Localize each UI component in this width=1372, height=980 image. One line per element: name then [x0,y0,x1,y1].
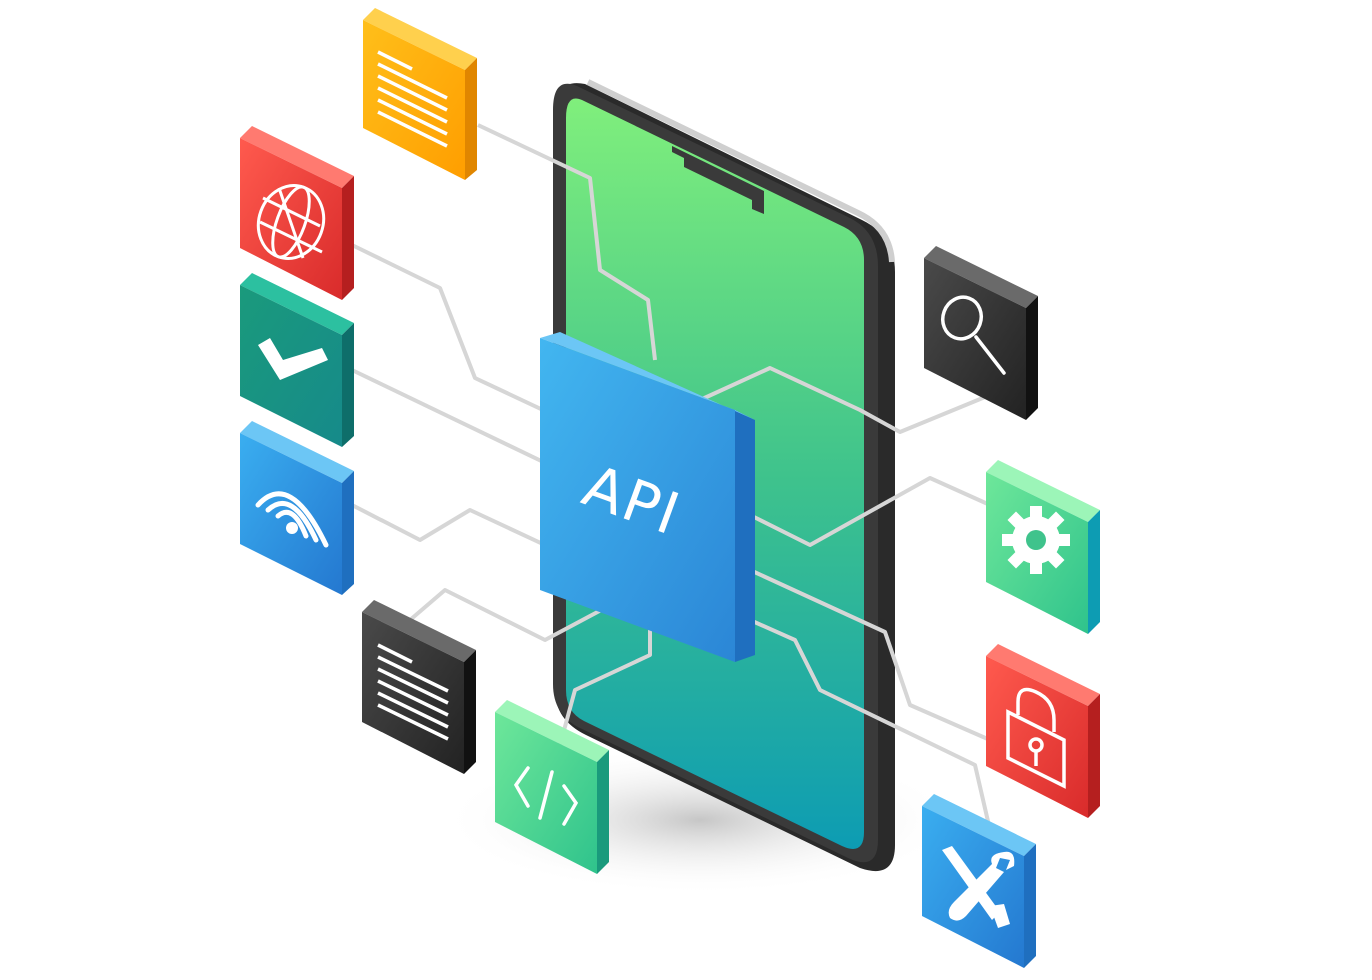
gear-icon [1002,506,1070,574]
wireless-tile[interactable] [240,421,354,595]
search-tile[interactable] [924,246,1038,420]
checkmark-icon [258,338,328,380]
code-tile[interactable] [495,700,609,874]
document-tile-yellow[interactable] [363,8,477,180]
wrench-screwdriver-icon [942,846,1015,928]
settings-tile[interactable] [986,460,1100,634]
globe-tile[interactable] [240,126,354,300]
phone-notch [672,146,764,214]
connector-lines [351,123,992,831]
checkmark-tile[interactable] [240,273,354,447]
document-lines-icon [377,643,449,741]
api-chip: API [540,332,755,662]
lock-tile[interactable] [986,644,1100,818]
document-tile-dark[interactable] [362,600,476,774]
document-lines-icon [377,50,448,148]
wireless-signal-icon [255,491,329,548]
magnifier-icon [941,295,1006,375]
padlock-icon [1006,687,1066,789]
code-brackets-icon [513,766,579,826]
tools-tile[interactable] [922,794,1036,968]
globe-icon [256,184,326,260]
